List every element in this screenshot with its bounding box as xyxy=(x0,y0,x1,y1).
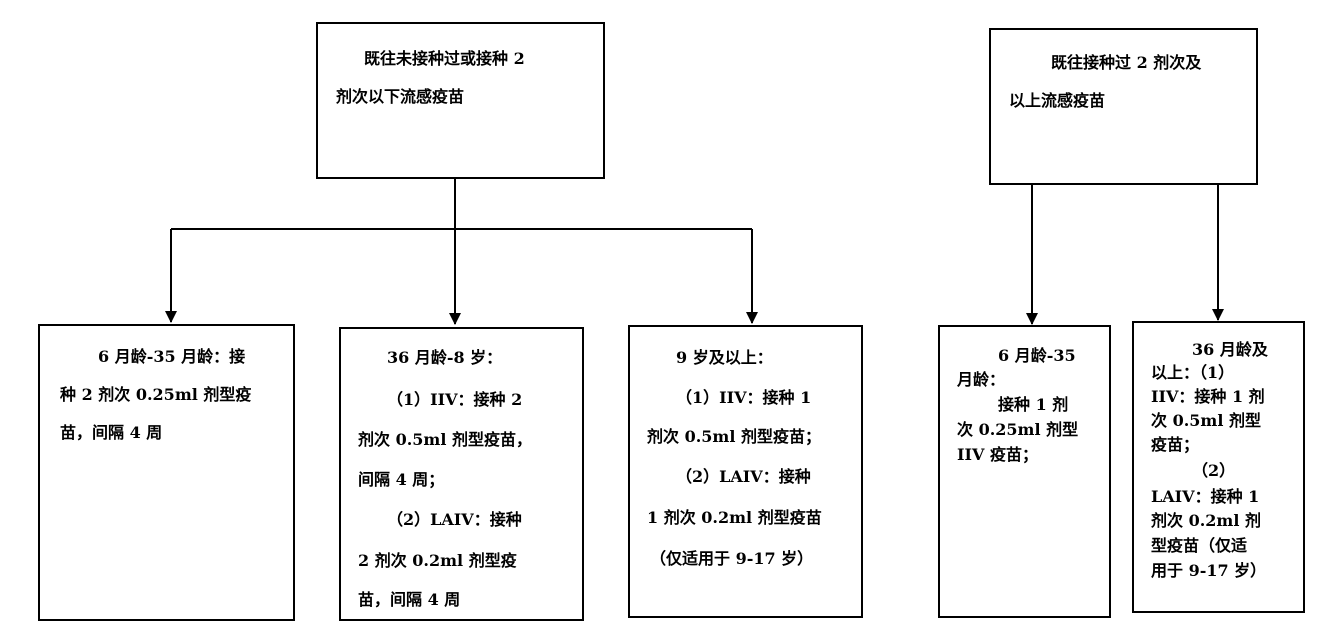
box4-line-5: IIV 疫苗； xyxy=(957,445,1038,464)
box5-line-3: IIV：接种 1 剂 xyxy=(1151,387,1265,406)
right-root-box: 既往接种过 2 剂次及 以上流感疫苗 xyxy=(989,28,1258,185)
box5-line-7: LAIV：接种 1 xyxy=(1151,487,1260,506)
box1-line-2: 种 2 剂次 0.25ml 剂型疫 xyxy=(60,385,252,404)
box-36-months-8-years: 36 月龄-8 岁： （1）IIV：接种 2 剂次 0.5ml 剂型疫苗， 间隔… xyxy=(339,327,584,621)
box2-line-4: 间隔 4 周； xyxy=(358,470,445,489)
box4-line-2: 月龄： xyxy=(957,370,1006,389)
box5-line-1: 36 月龄及 xyxy=(1192,340,1268,359)
box5-line-6: （2） xyxy=(1192,461,1236,480)
box3-line-6: （仅适用于 9-17 岁） xyxy=(650,549,814,568)
box3-line-4: （2）LAIV：接种 xyxy=(676,467,811,486)
box4-line-1: 6 月龄-35 xyxy=(998,346,1076,365)
box5-line-10: 用于 9-17 岁） xyxy=(1151,561,1267,580)
right-root-line-2: 以上流感疫苗 xyxy=(1009,91,1106,110)
box5-line-8: 剂次 0.2ml 剂 xyxy=(1151,511,1261,530)
box2-line-7: 苗，间隔 4 周 xyxy=(358,590,461,609)
left-root-line-1: 既往未接种过或接种 2 xyxy=(364,49,525,68)
box3-line-2: （1）IIV：接种 1 xyxy=(676,388,812,407)
box3-line-1: 9 岁及以上： xyxy=(676,348,773,367)
box2-line-3: 剂次 0.5ml 剂型疫苗， xyxy=(358,430,532,449)
box1-line-3: 苗，间隔 4 周 xyxy=(60,423,163,442)
box-right-6-35-months: 6 月龄-35 月龄： 接种 1 剂 次 0.25ml 剂型 IIV 疫苗； xyxy=(938,325,1111,618)
box2-line-1: 36 月龄-8 岁： xyxy=(387,348,503,367)
box-right-36-months-plus: 36 月龄及 以上：（1） IIV：接种 1 剂 次 0.5ml 剂型 疫苗； … xyxy=(1132,321,1305,613)
left-root-box: 既往未接种过或接种 2 剂次以下流感疫苗 xyxy=(316,22,605,179)
box-6-35-months: 6 月龄-35 月龄：接 种 2 剂次 0.25ml 剂型疫 苗，间隔 4 周 xyxy=(38,324,295,621)
box3-line-5: 1 剂次 0.2ml 剂型疫苗 xyxy=(647,508,822,527)
box-9-years-plus: 9 岁及以上： （1）IIV：接种 1 剂次 0.5ml 剂型疫苗； （2）LA… xyxy=(628,325,863,618)
right-root-line-1: 既往接种过 2 剂次及 xyxy=(1051,53,1202,72)
box5-line-2: 以上：（1） xyxy=(1151,363,1235,382)
left-root-line-2: 剂次以下流感疫苗 xyxy=(336,87,465,106)
box2-line-6: 2 剂次 0.2ml 剂型疫 xyxy=(358,551,517,570)
box3-line-3: 剂次 0.5ml 剂型疫苗； xyxy=(647,427,821,446)
box5-line-5: 疫苗； xyxy=(1151,435,1200,454)
box2-line-5: （2）LAIV：接种 xyxy=(387,510,522,529)
box4-line-4: 次 0.25ml 剂型 xyxy=(957,420,1079,439)
box5-line-9: 型疫苗（仅适 xyxy=(1151,536,1248,555)
box4-line-3: 接种 1 剂 xyxy=(998,395,1069,414)
box5-line-4: 次 0.5ml 剂型 xyxy=(1151,411,1261,430)
box2-line-2: （1）IIV：接种 2 xyxy=(387,390,523,409)
box1-line-1: 6 月龄-35 月龄：接 xyxy=(98,347,246,366)
